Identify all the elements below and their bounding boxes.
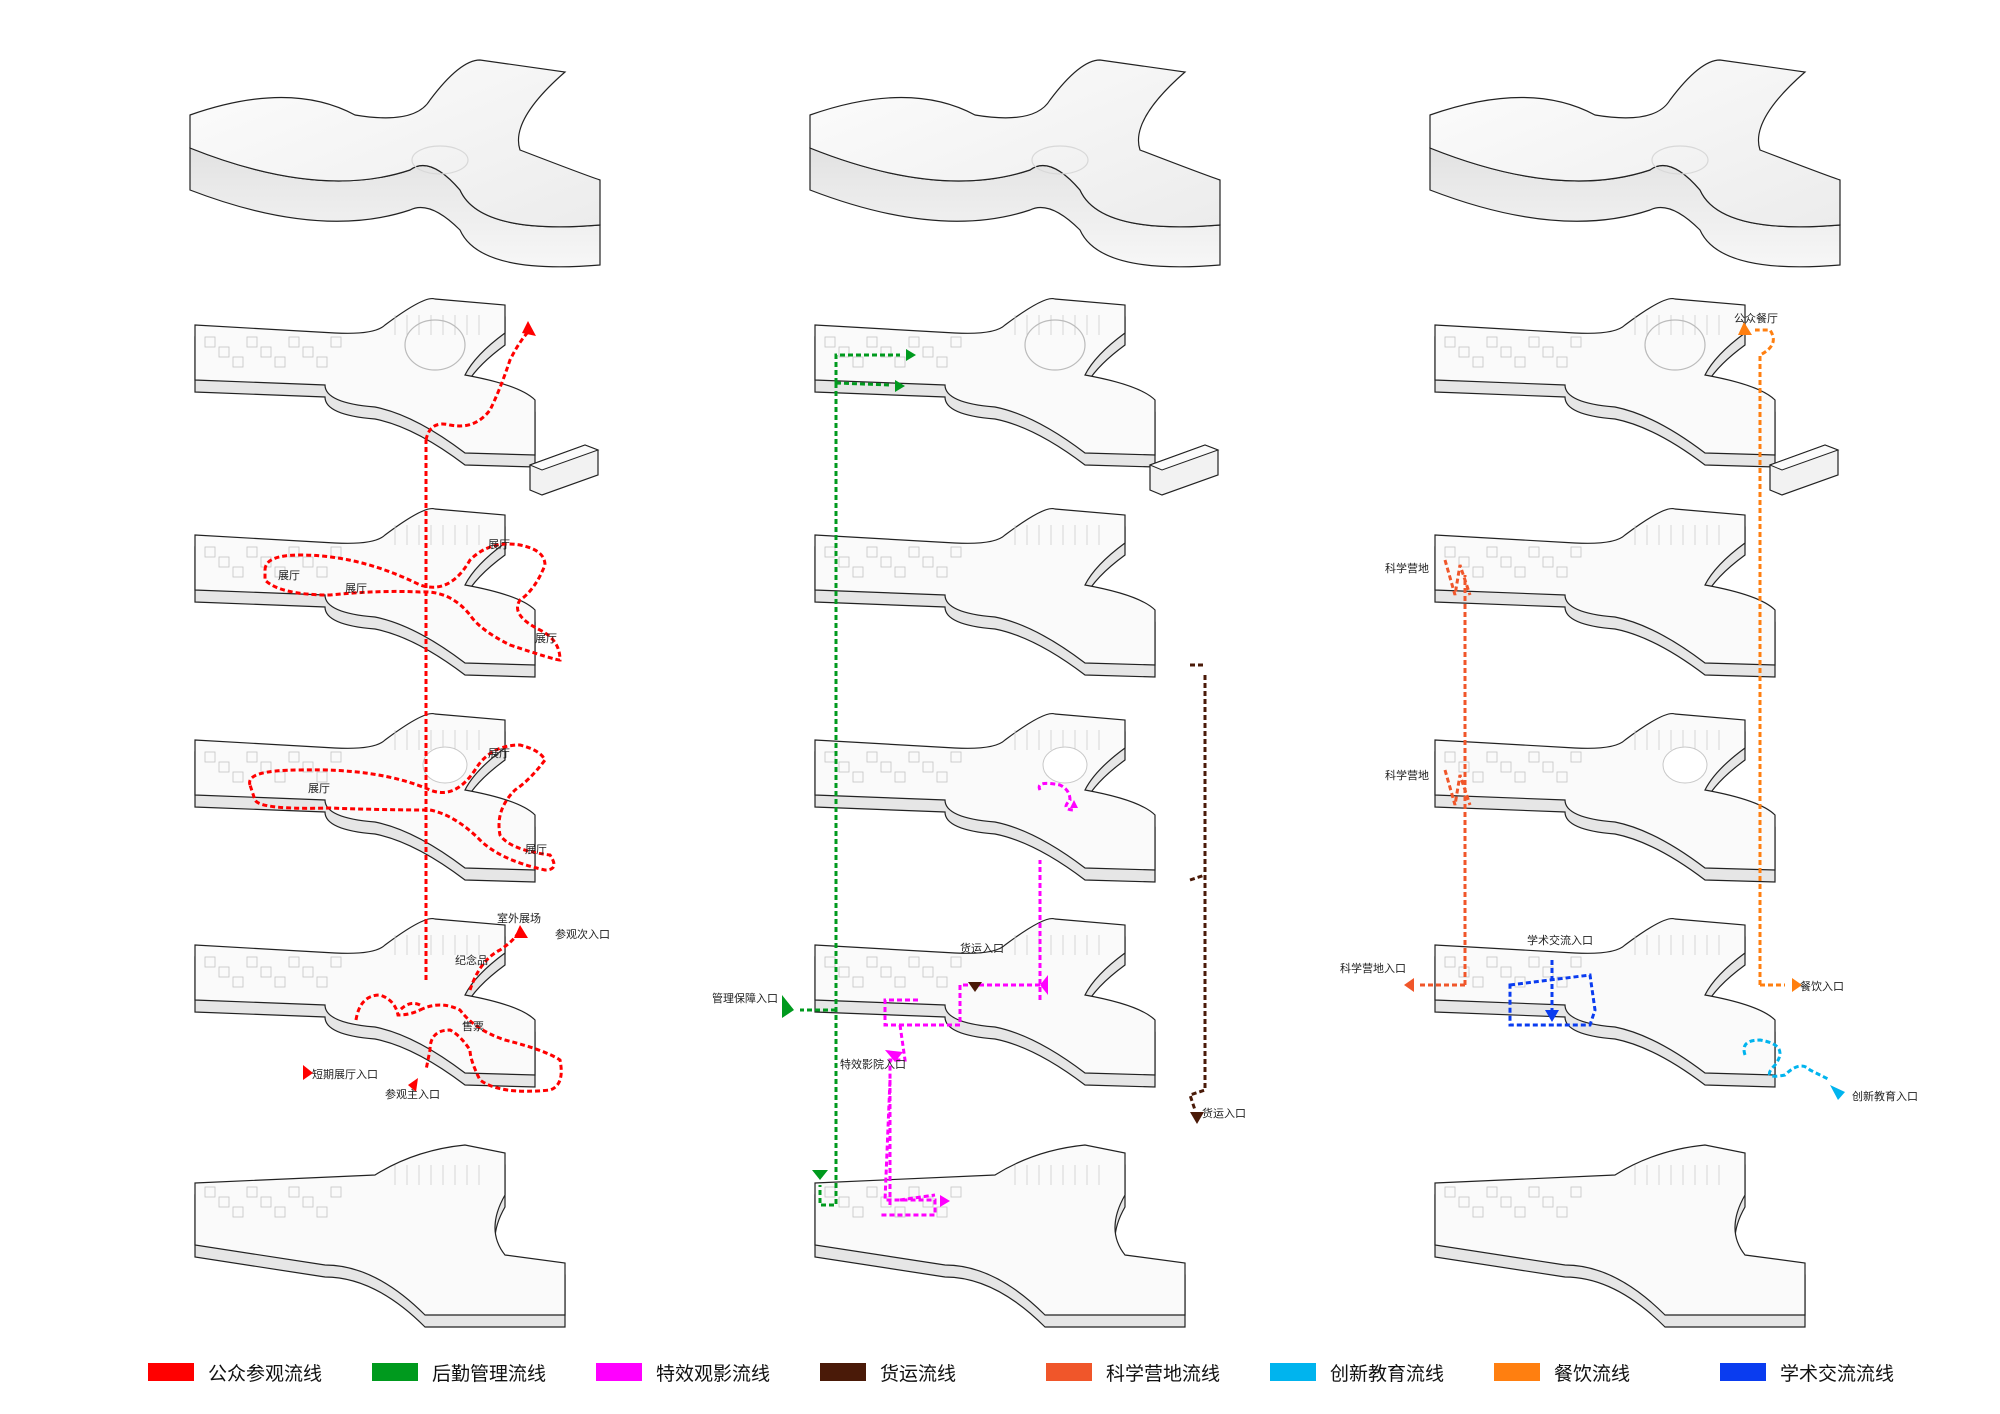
floor-plate-2 [814, 507, 1156, 678]
legend-item: 创新教育流线 [1270, 1352, 1444, 1392]
logistics-flow [800, 353, 900, 1207]
column-3 [1429, 59, 1841, 1328]
label-hall-5: 展厅 [308, 782, 330, 795]
legend-item: 公众参观流线 [148, 1352, 322, 1392]
legend-label: 创新教育流线 [1330, 1362, 1445, 1385]
floor-plate-5 [194, 1144, 566, 1328]
annex-block [1768, 444, 1840, 496]
freight-flow [1188, 663, 1207, 1111]
label-mgmt-entrance: 管理保障入口 [712, 991, 778, 1005]
dining-flow [1755, 328, 1785, 987]
public-flow-arrows [303, 321, 536, 1092]
column2-flows [800, 353, 1207, 1217]
label-effect-cinema-entrance: 特效影院入口 [840, 1057, 906, 1071]
label-ticket: 售票 [462, 1019, 484, 1033]
legend-item: 特效观影流线 [596, 1352, 770, 1392]
column-2 [809, 59, 1221, 1328]
label-hall-7: 展厅 [525, 843, 547, 856]
floor-plate-1 [1434, 297, 1776, 468]
floor-plate-4 [194, 917, 536, 1088]
label-dining-entrance: 餐饮入口 [1800, 979, 1844, 993]
label-hall-6: 展厅 [488, 747, 510, 760]
legend-label: 货运流线 [880, 1362, 957, 1385]
floor-plate-3 [194, 712, 536, 883]
cinema-flow [880, 781, 1076, 1217]
legend: 公众参观流线 后勤管理流线 特效观影流线 货运流线 科学营地流线 创新教育流线 餐饮流线 学术… [0, 1352, 2000, 1392]
legend-item: 后勤管理流线 [372, 1352, 546, 1392]
legend-item: 学术交流流线 [1720, 1352, 1894, 1392]
label-short-exhibit-entrance: 短期展厅入口 [312, 1067, 378, 1081]
label-freight-entrance-bottom: 货运入口 [1202, 1106, 1246, 1120]
column3-arrows [1404, 322, 1845, 1100]
annex-block [528, 444, 600, 496]
floor-plate-2 [1434, 507, 1776, 678]
legend-label: 公众参观流线 [208, 1362, 323, 1385]
label-hall-2: 展厅 [345, 582, 367, 595]
roof-mass [809, 59, 1221, 268]
legend-item: 货运流线 [820, 1352, 956, 1392]
label-freight-entrance-top: 货运入口 [960, 941, 1004, 955]
legend-item: 科学营地流线 [1046, 1352, 1220, 1392]
label-visit-second-entrance: 参观次入口 [555, 927, 610, 941]
column2-arrows [782, 349, 1204, 1207]
diagram-labels: 参观主入口 参观次入口 室外展场 纪念品 售票 短期展厅入口 展厅 展厅 展厅 … [278, 311, 1918, 1120]
label-innovation-entrance: 创新教育入口 [1852, 1089, 1918, 1103]
label-public-entrance: 参观主入口 [385, 1087, 440, 1101]
label-science-camp-2: 科学营地 [1385, 768, 1429, 782]
floor-plate-3 [1434, 712, 1776, 883]
roof-mass [1429, 59, 1841, 268]
legend-label: 后勤管理流线 [432, 1362, 547, 1385]
legend-label: 餐饮流线 [1554, 1362, 1631, 1385]
label-hall-4: 展厅 [535, 632, 557, 645]
floor-plate-1 [814, 297, 1156, 468]
legend-swatch [820, 1363, 866, 1381]
floor-plate-4 [814, 917, 1156, 1088]
legend-label: 特效观影流线 [656, 1362, 771, 1385]
label-public-dining: 公众餐厅 [1734, 311, 1778, 325]
legend-swatch [1270, 1363, 1316, 1381]
science-camp-flow [1420, 559, 1472, 987]
label-academic-entrance: 学术交流入口 [1527, 933, 1593, 947]
legend-swatch [148, 1363, 194, 1381]
floor-plate-5 [1434, 1144, 1806, 1328]
floor-plate-5 [814, 1144, 1186, 1328]
legend-swatch [596, 1363, 642, 1381]
building-columns [189, 59, 1841, 1328]
legend-swatch [372, 1363, 418, 1381]
innovation-flow [1742, 1038, 1831, 1082]
academic-flow [1508, 960, 1597, 1027]
column3-flows [1420, 328, 1831, 1082]
label-science-camp-entrance: 科学营地入口 [1340, 961, 1406, 975]
floor-plate-1 [194, 297, 536, 468]
legend-swatch [1046, 1363, 1092, 1381]
legend-swatch [1720, 1363, 1766, 1381]
annex-block [1148, 444, 1220, 496]
label-hall-3: 展厅 [488, 538, 510, 551]
legend-item: 餐饮流线 [1494, 1352, 1630, 1392]
legend-label: 学术交流流线 [1780, 1362, 1895, 1385]
label-outdoor-exhibit: 室外展场 [497, 911, 541, 925]
label-souvenir: 纪念品 [455, 953, 488, 967]
label-hall-1: 展厅 [278, 569, 300, 582]
floor-plate-4 [1434, 917, 1776, 1088]
legend-label: 科学营地流线 [1106, 1362, 1221, 1385]
label-science-camp-1: 科学营地 [1385, 561, 1429, 575]
roof-mass [189, 59, 601, 268]
floor-plate-3 [814, 712, 1156, 883]
column-1 [189, 59, 601, 1328]
legend-swatch [1494, 1363, 1540, 1381]
